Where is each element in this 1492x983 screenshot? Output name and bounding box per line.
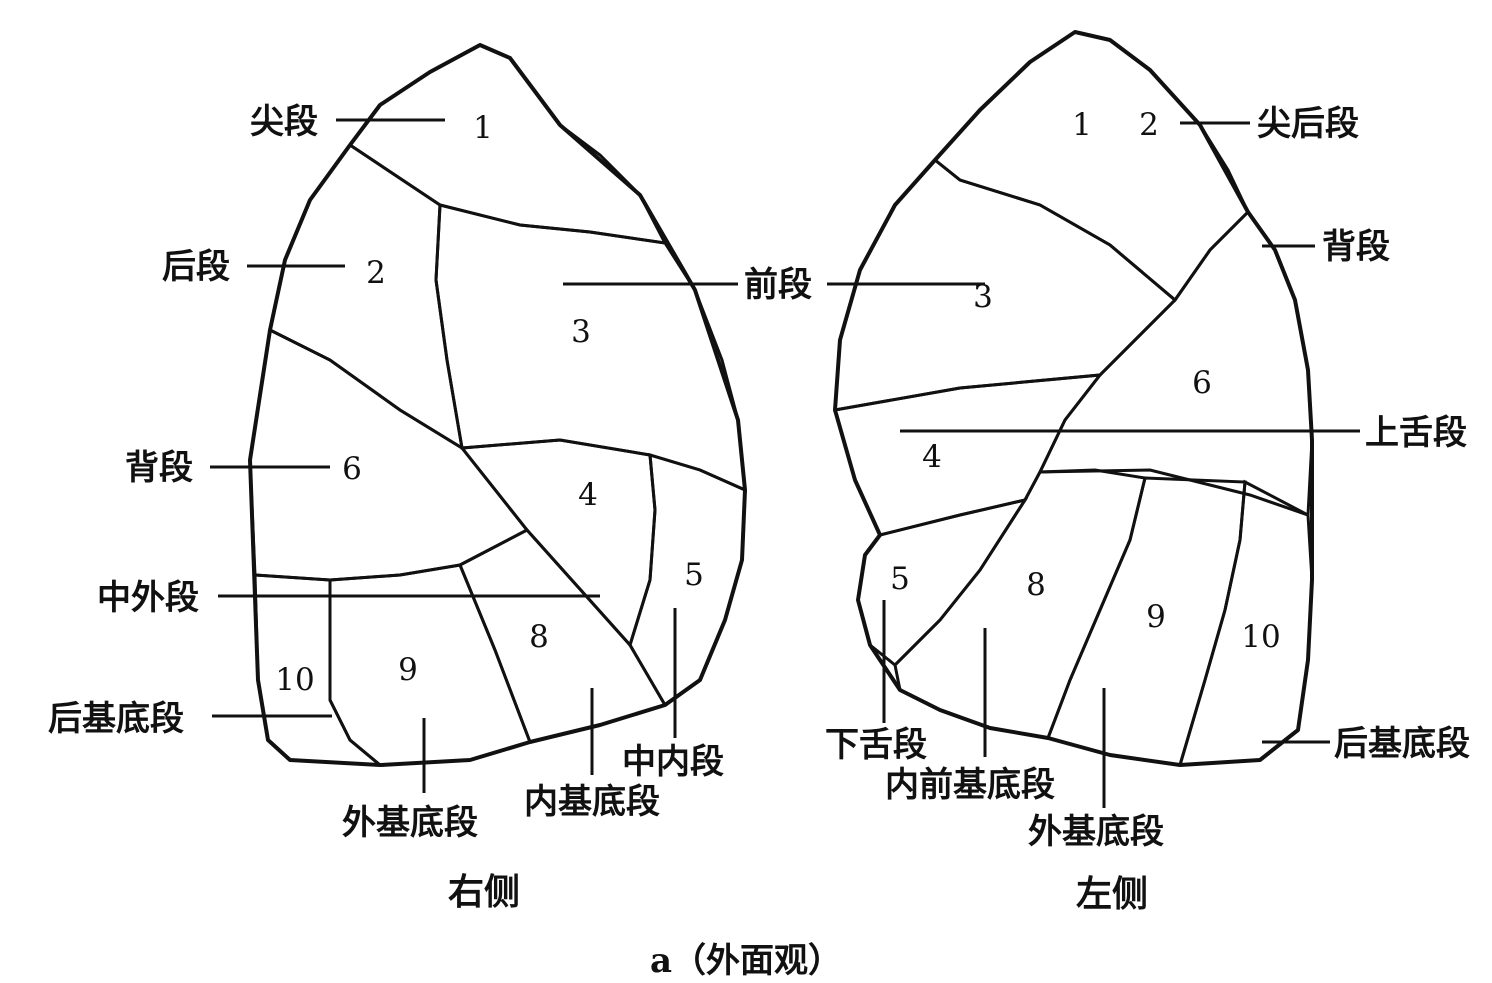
left-segment-4-region xyxy=(835,375,1100,535)
left-number-5: 5 xyxy=(890,561,910,597)
right-number-1: 1 xyxy=(473,110,493,146)
right-number-6: 6 xyxy=(342,451,362,487)
right-number-3: 3 xyxy=(571,314,591,350)
right-number-2: 2 xyxy=(366,255,386,291)
label-left-superior-lingular: 上舌段 xyxy=(1365,413,1467,453)
right-number-5: 5 xyxy=(684,557,704,593)
figure-caption: a（外面观） xyxy=(650,941,842,981)
label-right-posterior: 后段 xyxy=(162,247,230,287)
left-number-10: 10 xyxy=(1241,619,1280,655)
left-side-label: 左侧 xyxy=(1076,873,1148,915)
right-segment-4-region xyxy=(462,440,655,645)
left-number-8: 8 xyxy=(1026,567,1046,603)
label-right-posterior-basal: 后基底段 xyxy=(48,699,184,739)
label-left-posterior-basal: 后基底段 xyxy=(1334,724,1470,764)
left-lung-labels: 尖后段 背段 上舌段 下舌段 内前基底段 外基底段 后基底段 左侧 xyxy=(825,104,1470,915)
right-lung-numbers: 1 2 3 4 5 6 8 9 10 xyxy=(275,110,710,698)
right-segment-1-region xyxy=(350,45,665,243)
right-number-8: 8 xyxy=(529,619,549,655)
right-number-10: 10 xyxy=(275,662,314,698)
label-left-anteromedial-basal: 内前基底段 xyxy=(885,765,1055,805)
label-right-medial-basal: 内基底段 xyxy=(524,782,660,822)
left-segment-8-region xyxy=(895,470,1145,738)
right-segment-6-region xyxy=(250,330,527,580)
label-right-apical: 尖段 xyxy=(250,102,318,142)
left-number-9: 9 xyxy=(1146,599,1166,635)
label-left-superior: 背段 xyxy=(1322,227,1390,267)
left-number-2: 2 xyxy=(1139,107,1159,143)
label-anterior: 前段 xyxy=(744,265,812,305)
left-number-6: 6 xyxy=(1192,365,1212,401)
label-left-lateral-basal: 外基底段 xyxy=(1028,812,1164,852)
left-lung-numbers: 1 2 3 4 5 6 8 9 10 xyxy=(884,107,1281,655)
label-left-inferior-lingular: 下舌段 xyxy=(825,725,927,765)
left-lung-leaders xyxy=(827,123,1360,808)
right-side-label: 右侧 xyxy=(448,871,520,913)
label-right-lateral-middle: 中外段 xyxy=(97,578,199,618)
right-lung xyxy=(250,45,745,765)
left-number-1: 1 xyxy=(1072,107,1092,143)
left-number-4: 4 xyxy=(922,439,942,475)
label-left-apicoposterior: 尖后段 xyxy=(1257,104,1359,144)
right-number-4: 4 xyxy=(578,477,598,513)
label-right-superior: 背段 xyxy=(125,448,193,488)
label-right-lateral-basal: 外基底段 xyxy=(342,803,478,843)
label-right-medial-middle: 中内段 xyxy=(622,742,724,782)
right-number-9: 9 xyxy=(398,652,418,688)
right-segment-2-region xyxy=(270,145,462,448)
right-lung-labels: 尖段 后段 前段 背段 中外段 后基底段 外基底段 内基底段 中内段 右侧 xyxy=(48,102,812,913)
left-segment-1-2-region xyxy=(935,32,1248,300)
right-segment-10-region xyxy=(255,575,380,765)
